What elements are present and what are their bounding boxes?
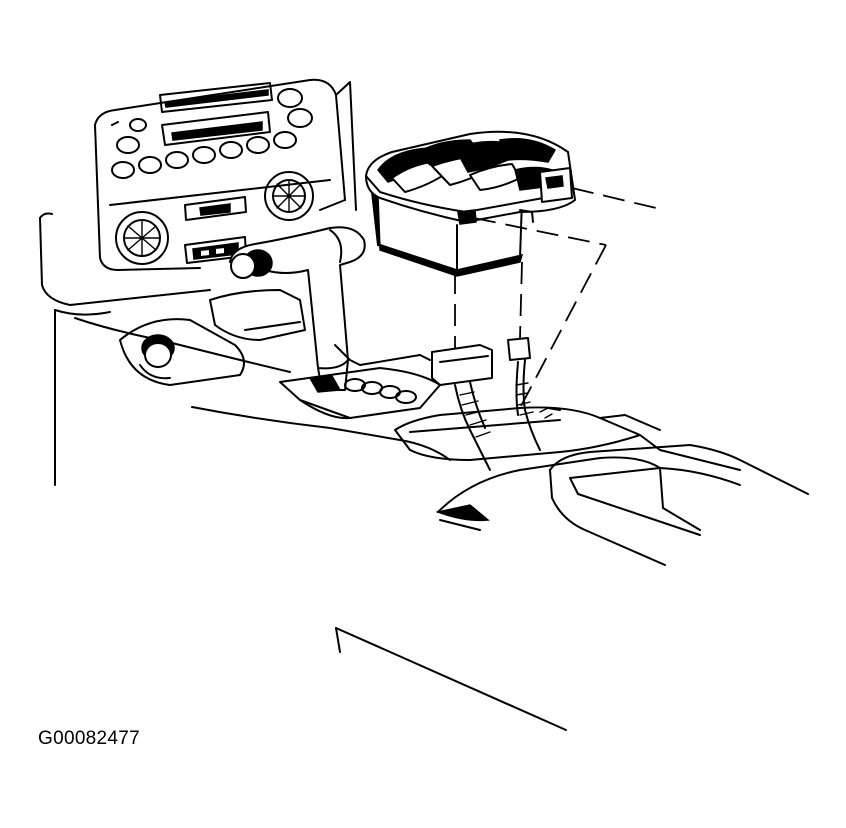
switch-assembly (365, 130, 576, 277)
climate-controls (115, 171, 314, 265)
assembly-guide-lines (454, 187, 657, 409)
floor-console (74, 289, 809, 731)
radio-button-icon (287, 108, 313, 128)
radio-button-icon (246, 136, 270, 154)
figure-id-label: G00082477 (38, 728, 141, 749)
lock-switch-icon (498, 138, 557, 163)
radio-unit (111, 82, 313, 179)
instrument-panel (39, 78, 357, 486)
radio-button-icon (273, 131, 297, 149)
left-knob-icon (115, 211, 169, 265)
radio-button-icon (277, 88, 303, 108)
right-knob-icon (264, 171, 314, 221)
radio-button-icon (192, 146, 216, 164)
radio-button-icon (138, 156, 162, 174)
wiring-harness (431, 337, 553, 471)
radio-button-icon (116, 136, 140, 154)
radio-button-icon (129, 118, 147, 132)
radio-button-icon (165, 151, 189, 169)
radio-button-icon (111, 161, 135, 179)
radio-button-icon (219, 141, 243, 159)
shift-lever (229, 226, 366, 391)
